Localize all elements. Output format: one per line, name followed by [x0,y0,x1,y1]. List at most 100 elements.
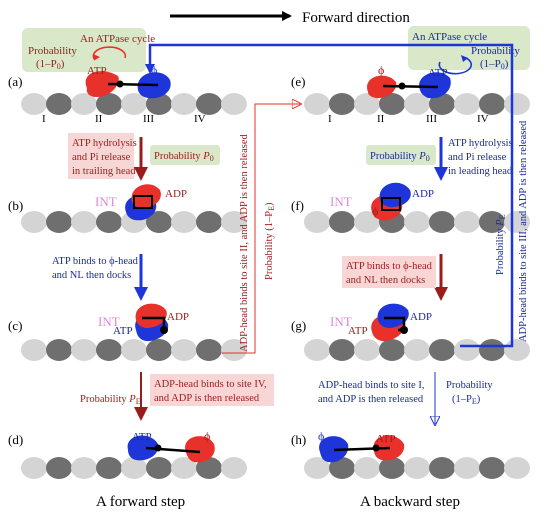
left-cycle-title: An ATPase cycle [80,33,155,45]
backward-step-caption: A backward step [360,494,460,510]
tubulin-subunit-right-row4-2 [329,457,355,479]
right-atp-binds-line1: ATP binds to ϕ-head [346,261,433,272]
right-cycle-probability: Probability [471,45,520,57]
left-hydrolysis-line1: ATP hydrolysis [72,138,137,149]
right-vertical-prob: Probability PE [495,214,507,275]
left-cycle-one-minus-p0: (1–P0) [36,58,65,71]
tubulin-subunit-right-row1-8 [479,93,505,115]
panel-label-c: (c) [8,318,22,333]
adp-head-c [135,303,167,328]
motor-state-f: INT ADP ϕ [330,182,434,221]
atp-label-d: ATP [132,431,152,443]
leading-head-e [419,72,451,99]
left-atp-binds-line1: ATP binds to ϕ-head [52,256,139,267]
left-transition-a-b: ATP hydrolysis and Pi release in trailin… [68,133,220,181]
atp-label-c: ATP [113,325,133,337]
right-prob-one-minus-pe: Probability [446,380,493,391]
stalk-node-d [154,444,162,452]
forward-direction-label: Forward direction [302,10,410,26]
atp-label-h: ATP [376,433,396,445]
tubulin-subunit-right-row4-8 [479,457,505,479]
left-hydrolysis-bg [68,133,134,179]
panel-label-g: (g) [291,318,306,333]
tubulin-subunit-right-row3-8 [479,339,505,361]
site-labels-right: I II III IV [328,113,489,125]
atp-label-a: ATP [87,65,107,77]
tubulin-subunit-right-row1-1 [304,93,330,115]
trailing-head-a [85,71,119,98]
right-cycle-one-minus-p0: (1–P0) [480,58,509,71]
tubulin-subunit-left-row2-6 [146,211,172,233]
motor-state-d: ATP ϕ [127,429,215,463]
linker-box-b [133,195,153,209]
left-adp-site-iv-line2: and ADP is then released [154,393,260,404]
tubulin-subunit-left-row4-2 [46,457,72,479]
phi-label-d: ϕ [204,429,210,443]
stalk-node-g [400,326,408,334]
adp-label-g: ADP [410,311,432,323]
panel-label-h: (h) [291,432,306,447]
site-label-III-right: III [426,113,437,125]
trailing-head-h [319,436,349,463]
tubulin-subunit-right-row4-5 [404,457,430,479]
panel-label-f: (f) [291,198,304,213]
tubulin-subunit-right-row1-2 [329,93,355,115]
neck-linker-h [333,446,391,452]
tubulin-subunit-left-row3-8 [196,339,222,361]
stalk-node-e [398,82,406,90]
tubulin-subunit-left-row3-3 [71,339,97,361]
tubulin-subunit-left-row4-1 [21,457,47,479]
site-label-IV-right: IV [477,113,489,125]
tubulin-subunit-right-row1-4 [379,93,405,115]
arrow-g-to-a [145,43,514,348]
adp-label-f: ADP [412,188,434,200]
tubulin-subunit-left-row2-7 [171,211,197,233]
right-cycle-loop [438,57,473,75]
crossover-c-to-e: ADP-head binds to site II, and ADP is th… [222,104,300,354]
phi-label-e: ϕ [378,63,384,77]
tubulin-subunit-left-row2-1 [21,211,47,233]
int-label-g: INT [330,314,352,329]
site-label-II-right: II [377,113,385,125]
right-vertical-label: ADP-head binds to site III, and ADP is t… [518,120,529,342]
left-hydrolysis-line2: and Pi release [72,152,131,163]
left-hydrolysis-line3: in trailing head [72,166,136,177]
right-adp-site-i-line2: and ADP is then released [318,394,424,405]
stalk-node-c [160,326,168,334]
tubulin-subunit-left-row3-9 [221,339,247,361]
neck-linker-a [107,82,159,87]
tubulin-subunit-right-row2-1 [304,211,330,233]
tubulin-subunit-left-row3-6 [146,339,172,361]
tubulin-subunit-left-row1-1 [21,93,47,115]
site-label-IV-left: IV [194,113,206,125]
left-p0-bg [150,145,220,165]
int-label-c: INT [98,314,120,329]
atp-label-e: ATP [428,67,448,79]
right-p0-label: Probability P0 [370,151,430,163]
tubulin-subunit-left-row2-3 [71,211,97,233]
tubulin-subunit-left-row4-5 [121,457,147,479]
tubulin-subunit-right-row1-3 [354,93,380,115]
tubulin-subunit-right-row1-9 [504,93,530,115]
tubulin-subunit-left-row2-2 [46,211,72,233]
stalk-node-a [116,80,124,88]
tubulin-subunit-left-row4-8 [196,457,222,479]
forward-direction-header: Forward direction [170,10,410,26]
tubulin-subunit-right-row4-4 [379,457,405,479]
right-hydrolysis-line1: ATP hydrolysis [448,138,513,149]
tubulin-subunit-left-row1-6 [146,93,172,115]
atp-label-g: ATP [348,325,368,337]
right-cycle-bg [408,26,530,70]
panel-labels: (a) (b) (c) (d) (e) (f) (g) (h) [8,74,306,447]
right-transition-e-f: Probability P0 ATP hydrolysis and Pi rel… [366,137,513,181]
tubulin-subunit-right-row3-4 [379,339,405,361]
int-label-f: INT [330,194,352,209]
left-transition-b-c: ATP binds to ϕ-head and NL then docks [52,254,148,301]
mid-vertical-label: ADP-head binds to site II, and ADP is th… [239,134,250,352]
leading-head-d [185,436,215,463]
tubulin-subunit-left-row1-2 [46,93,72,115]
phi-label-b: ϕ [127,203,133,217]
tubulin-subunit-right-row3-1 [304,339,330,361]
adp-label-b: ADP [165,188,187,200]
